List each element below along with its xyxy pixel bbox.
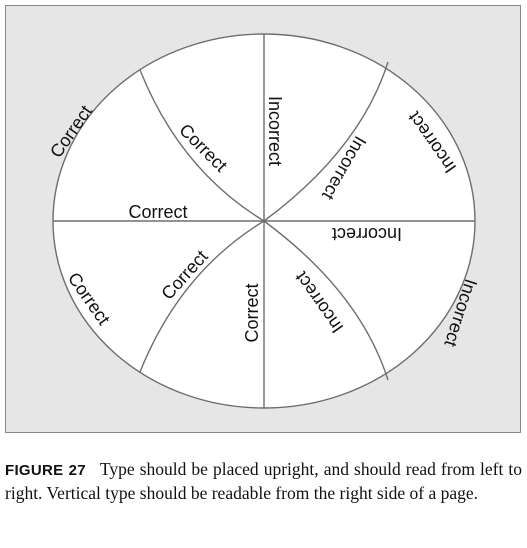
- label-incorrect-vertical: Incorrect: [265, 96, 285, 166]
- orientation-wheel-diagram: Correct Correct Correct Correct Correct …: [46, 33, 481, 409]
- spoke-lower-right: [263, 220, 389, 381]
- spoke-lower-left: [139, 220, 265, 373]
- label-incorrect-horizontal: Incorrect: [332, 224, 402, 244]
- spoke-upper-left: [139, 69, 265, 222]
- wheel-spokes: [53, 34, 475, 408]
- label-correct-vertical: Correct: [242, 283, 262, 342]
- spoke-upper-right: [263, 61, 389, 222]
- label-correct-horizontal: Correct: [128, 202, 187, 222]
- figure-number: FIGURE 27: [5, 462, 86, 479]
- caption-text: Type should be placed upright, and shoul…: [5, 459, 522, 503]
